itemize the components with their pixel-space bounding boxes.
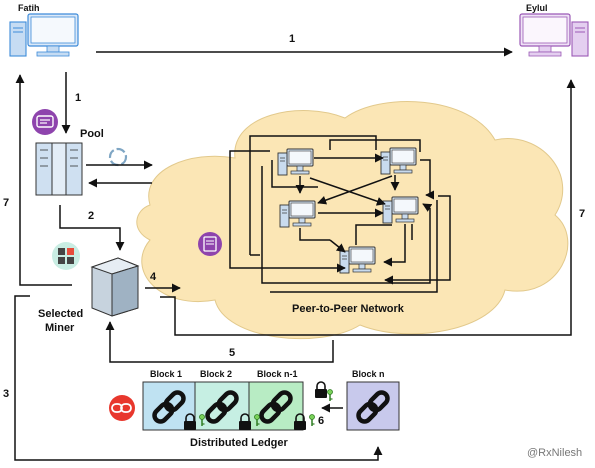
step-1-down: 1 — [75, 92, 82, 104]
wallet-icon — [32, 109, 58, 135]
step-3: 3 — [3, 388, 10, 400]
flow-arrows — [14, 47, 576, 461]
block-n-label: Block n — [352, 369, 385, 379]
network-links — [229, 135, 451, 293]
step-7-right: 7 — [579, 208, 586, 220]
block-1-label: Block 1 — [150, 369, 183, 379]
step-7-left: 7 — [3, 197, 10, 209]
network-label: Peer-to-Peer Network — [292, 303, 404, 315]
refresh-icon — [108, 147, 128, 167]
server-rack-icon — [35, 142, 83, 196]
block-n — [346, 381, 400, 431]
miner-label-line2: Miner — [45, 322, 75, 334]
miner-label-line1: Selected — [38, 308, 84, 320]
receiver-label: Eylul — [526, 3, 548, 13]
watermark: @RxNilesh — [527, 447, 583, 459]
block-2-label: Block 2 — [200, 369, 233, 379]
receiver-computer-icon — [519, 13, 589, 57]
pool-label: Pool — [80, 128, 104, 140]
ledger-chain-icon — [109, 395, 135, 421]
step-2: 2 — [88, 210, 95, 222]
sender-label: Fatih — [18, 3, 40, 13]
p2p-cloud — [136, 101, 569, 340]
block-n-1-label: Block n-1 — [257, 369, 298, 379]
step-1-top: 1 — [289, 33, 296, 45]
mining-machine-icon — [90, 257, 140, 317]
sender-computer-icon — [9, 13, 79, 57]
step-6: 6 — [318, 415, 325, 427]
mining-app-icon — [52, 242, 80, 270]
certificate-icon — [198, 232, 222, 256]
step-4: 4 — [150, 271, 157, 283]
step-5: 5 — [229, 347, 236, 359]
ledger-label: Distributed Ledger — [190, 437, 288, 449]
